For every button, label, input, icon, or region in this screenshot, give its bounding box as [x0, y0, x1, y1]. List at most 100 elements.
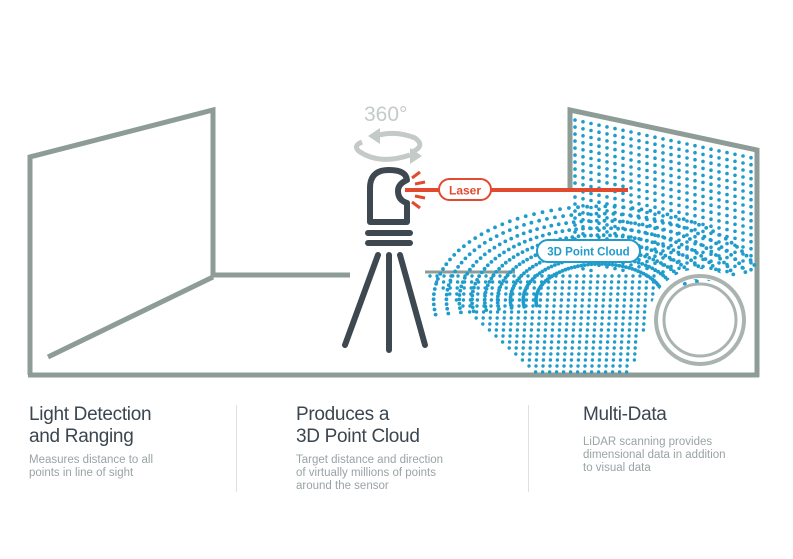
point-cloud-dot — [553, 215, 557, 220]
point-cloud-dot — [581, 120, 585, 124]
point-cloud-dot — [626, 352, 630, 356]
point-cloud-dot — [500, 222, 505, 227]
point-cloud-dot — [737, 261, 741, 266]
column-title: Produces a — [296, 404, 390, 425]
point-cloud-dot — [639, 207, 644, 212]
point-cloud-dot — [573, 125, 577, 129]
point-cloud-dot — [652, 274, 656, 278]
point-cloud-dot — [601, 233, 606, 238]
point-cloud-dot — [573, 181, 577, 185]
point-cloud-dot — [623, 286, 627, 290]
point-cloud-dot — [453, 269, 457, 274]
point-cloud-dot — [644, 292, 648, 296]
point-cloud-dot — [637, 265, 641, 269]
point-cloud-dot — [597, 158, 601, 162]
point-cloud-dot — [743, 270, 748, 274]
point-cloud-dot — [725, 264, 730, 269]
point-cloud-dot — [725, 192, 729, 197]
point-cloud-dot — [517, 298, 522, 302]
point-cloud-dot — [559, 298, 564, 302]
column-title: Multi-Data — [583, 404, 667, 425]
point-cloud-dot — [707, 260, 712, 265]
point-cloud-dot — [589, 184, 593, 189]
point-cloud-dot — [725, 269, 729, 274]
point-cloud-dot — [431, 302, 436, 307]
point-cloud-dot — [709, 249, 714, 254]
point-cloud-dot — [693, 255, 697, 260]
point-cloud-dot — [520, 358, 525, 362]
point-cloud-dot — [636, 304, 640, 308]
point-cloud-dot — [489, 276, 494, 281]
point-cloud-dot — [733, 187, 737, 192]
point-cloud-dot — [549, 223, 554, 228]
point-cloud-dot — [576, 264, 580, 269]
laser-label: Laser — [449, 184, 481, 198]
point-cloud-dot — [492, 245, 497, 250]
point-cloud-dot — [573, 209, 577, 213]
point-cloud-dot — [644, 280, 649, 284]
point-cloud-dot — [653, 268, 658, 272]
point-cloud-dot — [572, 316, 576, 320]
point-cloud-dot — [593, 316, 597, 320]
point-cloud-dot — [535, 352, 539, 356]
point-cloud-dot — [733, 180, 737, 185]
point-cloud-dot — [551, 316, 555, 320]
point-cloud-dot — [532, 286, 536, 290]
point-cloud-dot — [605, 125, 609, 129]
point-cloud-dot — [441, 280, 446, 284]
point-cloud-dot — [629, 298, 634, 302]
point-cloud-dot — [494, 270, 499, 274]
point-cloud-dot — [669, 194, 673, 199]
point-cloud-dot — [529, 220, 534, 225]
point-cloud-dot — [534, 364, 538, 368]
point-cloud-dot — [462, 292, 466, 296]
point-cloud-dot — [502, 310, 507, 314]
point-cloud-dot — [557, 334, 561, 338]
point-cloud-dot — [618, 219, 622, 224]
point-cloud-dot — [470, 301, 474, 306]
point-cloud-dot — [608, 233, 612, 238]
point-cloud-dot — [628, 316, 632, 320]
point-cloud-dot — [587, 219, 591, 223]
point-cloud-dot — [671, 269, 676, 274]
point-cloud-dot — [749, 218, 753, 223]
point-cloud-dot — [561, 214, 565, 219]
point-cloud-dot — [579, 263, 584, 268]
point-cloud-dot — [521, 352, 525, 356]
point-cloud-dot — [487, 328, 492, 332]
point-cloud-dot — [651, 257, 656, 262]
point-cloud-dot — [481, 322, 485, 326]
point-cloud-dot — [709, 161, 713, 165]
point-cloud-dot — [650, 232, 654, 237]
point-cloud-dot — [677, 147, 681, 152]
point-cloud-dot — [653, 156, 657, 160]
point-cloud-dot — [659, 261, 663, 265]
point-cloud-dot — [741, 238, 745, 242]
point-cloud-dot — [741, 196, 745, 200]
point-cloud-dot — [681, 217, 686, 222]
point-cloud-dot — [459, 310, 463, 315]
column-desc: around the sensor — [296, 480, 389, 492]
point-cloud-dot — [500, 340, 505, 344]
point-cloud-dot — [553, 286, 557, 290]
point-cloud-dot — [644, 215, 649, 220]
point-cloud-dot — [637, 292, 641, 296]
point-cloud-dot — [576, 358, 581, 362]
point-cloud-dot — [630, 206, 635, 211]
point-cloud-dot — [662, 263, 667, 267]
point-cloud-dot — [621, 177, 625, 182]
point-cloud-dot — [482, 266, 487, 271]
point-cloud-dot — [528, 237, 533, 242]
point-cloud-dot — [603, 211, 607, 216]
point-cloud-dot — [621, 316, 625, 320]
point-cloud-dot — [459, 284, 464, 289]
point-cloud-dot — [581, 141, 585, 145]
point-cloud-dot — [527, 358, 532, 362]
point-cloud-dot — [560, 269, 565, 273]
point-cloud-dot — [674, 240, 678, 245]
point-cloud-dot — [741, 154, 745, 158]
point-cloud-dot — [455, 292, 459, 296]
point-cloud-dot — [613, 175, 617, 180]
point-cloud-dot — [503, 298, 508, 302]
point-cloud-dot — [645, 259, 649, 264]
